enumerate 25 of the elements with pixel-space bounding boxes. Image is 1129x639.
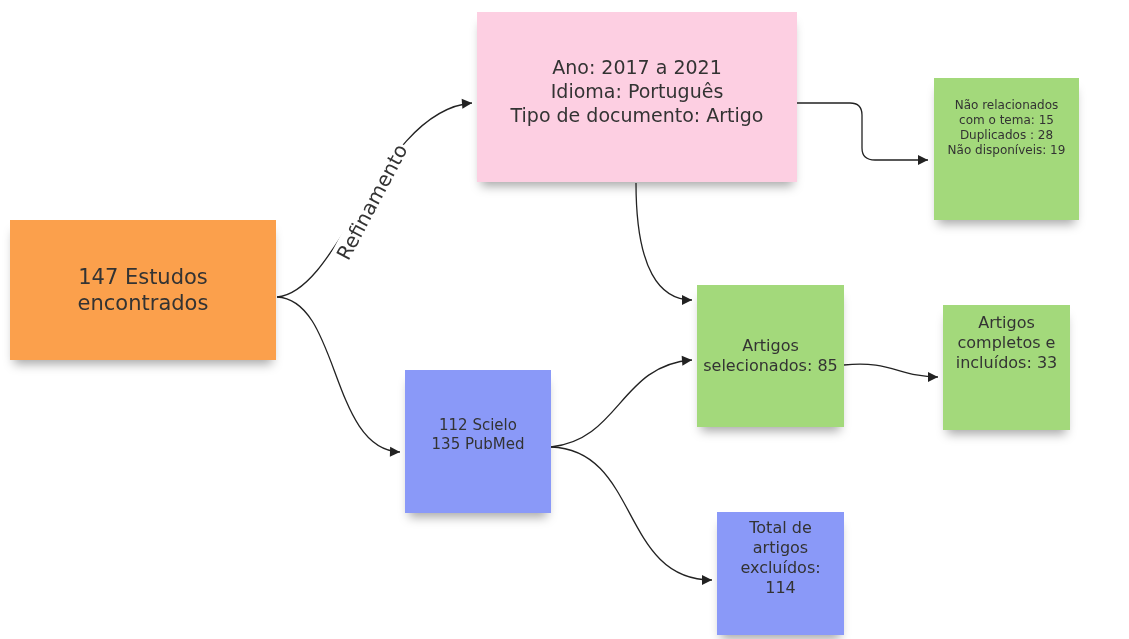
note-text: Tipo de documento: Artigo <box>510 103 764 128</box>
sticky-note <box>717 512 844 635</box>
sticky-note <box>934 78 1079 220</box>
note-text: Não disponíveis: 19 <box>947 143 1066 158</box>
note-text: Não relacionados com o tema: 15 <box>953 98 1060 128</box>
note-text: Idioma: Português <box>550 79 724 104</box>
arrow <box>276 296 401 455</box>
note-text: 135 PubMed <box>431 434 525 454</box>
note-text: 112 Scielo <box>439 416 517 435</box>
note-text: Artigos completos e incluídos: 33 <box>954 313 1059 373</box>
arrow <box>550 356 693 448</box>
arrow <box>796 102 929 165</box>
arrow <box>550 446 713 584</box>
note-text: Artigos selecionados: 85 <box>703 336 838 376</box>
sticky-note <box>10 220 276 360</box>
note-text: Ano: 2017 a 2021 <box>552 56 722 80</box>
sticky-note <box>405 370 551 513</box>
arrow <box>843 363 939 382</box>
sticky-note <box>943 305 1070 430</box>
sticky-note <box>697 285 844 427</box>
sticky-note <box>477 12 797 182</box>
note-text: Duplicados : 28 <box>959 128 1054 143</box>
note-text: 147 Estudos encontrados <box>76 263 210 317</box>
note-text: Total de artigos excluídos: 114 <box>739 518 822 598</box>
arrow <box>635 182 693 305</box>
